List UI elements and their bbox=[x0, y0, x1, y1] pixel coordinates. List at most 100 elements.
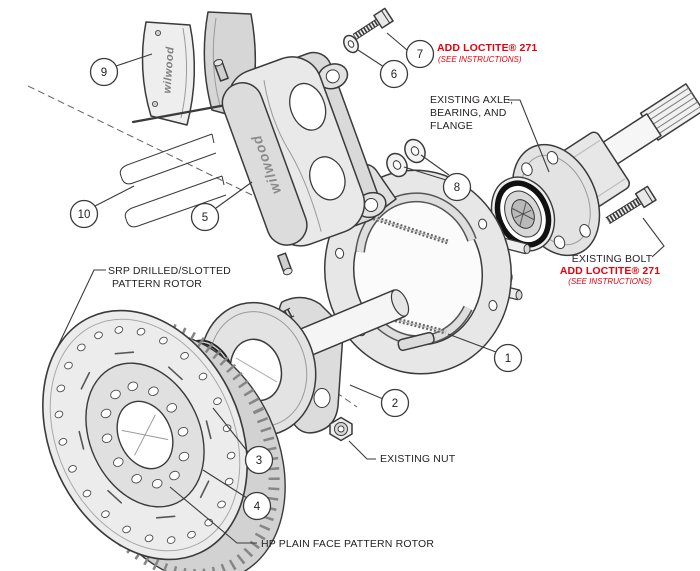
rotor-hole bbox=[169, 470, 180, 481]
rotor-hole bbox=[217, 500, 226, 509]
loctite-note-title: ADD LOCTITE® 271 bbox=[437, 42, 537, 54]
rotor-hole bbox=[151, 478, 163, 489]
bolt-washer bbox=[343, 34, 359, 54]
rotor-hole bbox=[122, 525, 131, 534]
pad-brand-logo: wilwood bbox=[161, 46, 176, 94]
rotor-hole bbox=[144, 534, 154, 543]
svg-text:3: 3 bbox=[256, 455, 262, 467]
rotor-slot bbox=[114, 351, 135, 355]
caliper: wilwood bbox=[213, 51, 387, 276]
existing-bolt-head bbox=[634, 185, 657, 209]
rotor-hole bbox=[94, 331, 103, 340]
axle-label-leader bbox=[508, 99, 550, 173]
svg-text:8: 8 bbox=[454, 182, 460, 194]
rotor-drilled-holes bbox=[54, 326, 236, 544]
caliper-window bbox=[309, 156, 346, 201]
washers-pair bbox=[386, 138, 426, 178]
axle-label-line3: FLANGE bbox=[430, 120, 473, 132]
callout-7: 7 bbox=[386, 32, 435, 69]
rotor-hole bbox=[68, 465, 77, 473]
svg-text:2: 2 bbox=[392, 398, 398, 410]
callout-4: 4 bbox=[202, 469, 272, 521]
existing-nut bbox=[329, 416, 353, 442]
existing-bolt-label: EXISTING BOLT bbox=[572, 253, 653, 265]
rotor-hole bbox=[166, 403, 178, 413]
rotor-hat-holes bbox=[100, 381, 190, 489]
rotor-hole bbox=[58, 438, 68, 446]
svg-text:6: 6 bbox=[391, 69, 397, 81]
hp-rotor-label: HP PLAIN FACE PATTERN ROTOR bbox=[261, 538, 434, 550]
rotor-hole bbox=[131, 474, 142, 484]
rotor-hole bbox=[177, 427, 189, 437]
rotor-vent-rim bbox=[64, 320, 280, 571]
caliper-ear-hole bbox=[364, 197, 379, 212]
callout-3: 3 bbox=[212, 407, 274, 475]
retainer-clip bbox=[119, 133, 217, 185]
rotor-hole bbox=[127, 381, 139, 392]
axle-bearing bbox=[490, 176, 556, 252]
existing-nut-label: EXISTING NUT bbox=[380, 453, 456, 465]
labels: ADD LOCTITE® 271 (SEE INSTRUCTIONS) EXIS… bbox=[57, 42, 665, 550]
rotor-hole bbox=[101, 433, 113, 443]
svg-text:4: 4 bbox=[254, 501, 261, 513]
rotor-hole bbox=[224, 477, 234, 486]
rotor-hole bbox=[76, 343, 86, 352]
brake-pads: wilwood bbox=[141, 11, 257, 126]
brake-pad-front: wilwood bbox=[141, 21, 196, 126]
bleed-screw bbox=[213, 58, 229, 82]
axle-label-line1: EXISTING AXLE, bbox=[430, 94, 513, 106]
callout-8: 8 bbox=[403, 154, 472, 202]
existing-bolt-sub: (SEE INSTRUCTIONS) bbox=[568, 277, 652, 286]
caliper-window bbox=[289, 82, 327, 131]
srp-label-leader bbox=[57, 269, 106, 347]
rotor-slot bbox=[167, 366, 183, 381]
bracket-hole bbox=[313, 388, 331, 408]
rotor-hole bbox=[110, 389, 121, 400]
callout-6: 6 bbox=[357, 49, 409, 89]
existing-bolt bbox=[605, 185, 657, 225]
shoe-adjuster bbox=[397, 331, 435, 352]
rotor-hole bbox=[82, 489, 92, 498]
rotor-hole bbox=[56, 384, 66, 393]
rotor-hole bbox=[178, 451, 190, 462]
rotor-slot bbox=[78, 430, 85, 450]
rotor-drilled-slotted bbox=[42, 309, 286, 571]
rotor-hole bbox=[166, 536, 176, 544]
hp-label-leader bbox=[169, 486, 257, 544]
rotor-hole bbox=[148, 386, 159, 396]
bleed-screw bbox=[277, 252, 293, 276]
svg-text:10: 10 bbox=[78, 209, 91, 221]
caliper-mount-bolt bbox=[352, 7, 394, 40]
caliper-axis-centerline bbox=[25, 84, 253, 196]
srp-label-line1: SRP DRILLED/SLOTTED bbox=[108, 265, 231, 277]
rotor-hole bbox=[136, 327, 146, 336]
rotor-hole bbox=[187, 530, 196, 539]
rotor-slot bbox=[107, 489, 123, 504]
callout-1: 1 bbox=[447, 333, 523, 373]
svg-text:5: 5 bbox=[202, 212, 208, 224]
axle-spline bbox=[639, 83, 700, 141]
rotor-hole bbox=[101, 510, 110, 518]
rotor-hole bbox=[112, 457, 124, 467]
pad-pin bbox=[131, 101, 239, 124]
rotor-slot bbox=[205, 420, 212, 440]
callout-9: 9 bbox=[89, 53, 153, 87]
rotor-slot bbox=[199, 480, 210, 499]
flange-bolt-hole bbox=[579, 224, 591, 238]
callout-10: 10 bbox=[69, 185, 135, 229]
rotor-hole bbox=[213, 397, 222, 405]
rotor-hole bbox=[222, 424, 232, 432]
flange-bolt-hole bbox=[521, 162, 533, 176]
flange-bolt-hole bbox=[553, 235, 566, 250]
rotor-hole bbox=[100, 408, 112, 419]
rotor-hole bbox=[114, 326, 124, 334]
callout-2: 2 bbox=[349, 384, 410, 418]
svg-text:1: 1 bbox=[505, 353, 511, 365]
svg-text:9: 9 bbox=[101, 67, 107, 79]
rotor-slot bbox=[80, 371, 91, 390]
rotor-slot bbox=[155, 515, 176, 519]
callout-5: 5 bbox=[190, 181, 253, 232]
rotor-hole bbox=[64, 361, 73, 370]
